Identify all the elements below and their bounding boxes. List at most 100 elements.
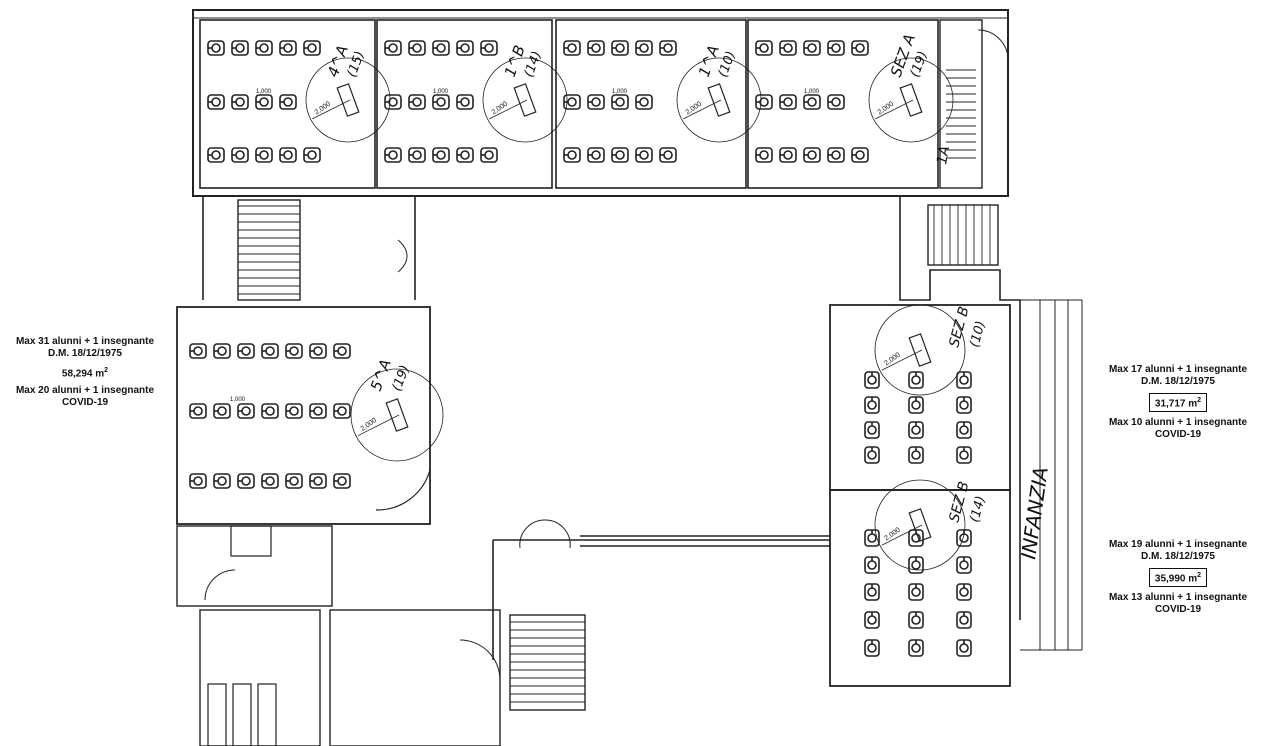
central-hall [202,196,1083,651]
chair-seat [235,150,245,160]
stair-tag: 1A [934,145,953,166]
teacher-desk-icon [513,83,537,117]
student-desk-icon [303,40,321,56]
toilet-stall [257,683,277,746]
student-desk-icon [864,421,880,439]
hall-wall [414,196,1021,620]
chair-seat [911,643,921,653]
door-swing [397,239,408,273]
chair-seat [807,97,817,107]
student-desk-icon [864,556,880,574]
chair-seat [959,615,969,625]
teacher-desk-icon [899,83,923,117]
student-desk-icon [659,40,677,56]
student-desk-icon [908,639,924,657]
student-desk-icon [755,94,773,110]
chair-seat [283,150,293,160]
student-desk-icon [827,94,845,110]
room-count: (19) [390,363,413,393]
desk-spacing-label: 1,000 [804,89,820,95]
chair-seat [289,476,299,486]
teacher-desk-icon [908,333,932,367]
chair-seat [313,406,323,416]
chair-seat [783,150,793,160]
student-desk-icon [207,147,225,163]
infanzia-label: INFANZIA [1016,465,1053,561]
student-desk-icon [213,343,231,359]
student-desk-icon [864,529,880,547]
note-left-capacity-dm: Max 31 alunni + 1 insegnante [15,336,155,347]
desk-spacing-label: 1,000 [433,89,449,95]
student-desk-icon [827,40,845,56]
student-desk-icon [333,403,351,419]
chair-seat [241,476,251,486]
chair-seat [867,533,877,543]
note-left-area: 58,294 m2 [61,367,109,380]
student-desk-icon [563,40,581,56]
radius-line [357,414,400,437]
teacher-desk-icon [336,83,360,117]
chair-seat [307,43,317,53]
student-desk-icon [456,40,474,56]
chair-seat [412,43,422,53]
student-desk-icon [611,147,629,163]
chair-seat [567,43,577,53]
student-desk-icon [279,94,297,110]
utility-closet [230,525,272,557]
desk-spacing-label: 1,000 [256,89,272,95]
student-desk-icon [408,147,426,163]
chair-seat [831,150,841,160]
student-desk-icon [432,94,450,110]
chair-seat [412,97,422,107]
chair-seat [567,150,577,160]
distance-circle [874,304,966,396]
student-desk-icon [864,371,880,389]
radius-line [683,99,722,120]
chair-seat [313,346,323,356]
stair-outline [927,204,999,266]
student-desk-icon [611,40,629,56]
student-desk-icon [908,371,924,389]
student-desk-icon [803,40,821,56]
chair-seat [211,43,221,53]
chair-seat [283,97,293,107]
student-desk-icon [255,40,273,56]
chair-seat [867,400,877,410]
top-block-outline [192,9,1009,197]
bottom-left-rooms [176,525,501,746]
chair-seat [337,346,347,356]
chair-seat [337,476,347,486]
door-swing [459,639,501,681]
chair-seat [639,43,649,53]
student-desk-icon [189,473,207,489]
toilet-block [199,609,321,746]
note-right-bottom-capacity-covid: Max 13 alunni + 1 insegnante [1108,592,1248,604]
student-desk-icon [279,40,297,56]
desk-spacing-label: 1,000 [230,397,246,403]
student-desk-icon [587,94,605,110]
note-right-bottom-area: 35,990 m2 [1148,568,1208,588]
chair-seat [759,150,769,160]
student-desk-icon [408,94,426,110]
chair-seat [484,43,494,53]
student-desk-icon [827,147,845,163]
student-desk-icon [333,343,351,359]
student-desk-icon [864,396,880,414]
chair-seat [959,375,969,385]
student-desk-icon [261,403,279,419]
student-desk-icon [456,147,474,163]
student-desk-icon [659,147,677,163]
toilet-stall [207,683,227,746]
student-desk-icon [207,94,225,110]
student-desk-icon [384,94,402,110]
student-desk-icon [384,147,402,163]
chair-seat [959,643,969,653]
student-desk-icon [480,40,498,56]
student-desk-icon [864,583,880,601]
stair-outline [237,199,301,301]
classroom-wall [747,19,939,189]
student-desk-icon [611,94,629,110]
